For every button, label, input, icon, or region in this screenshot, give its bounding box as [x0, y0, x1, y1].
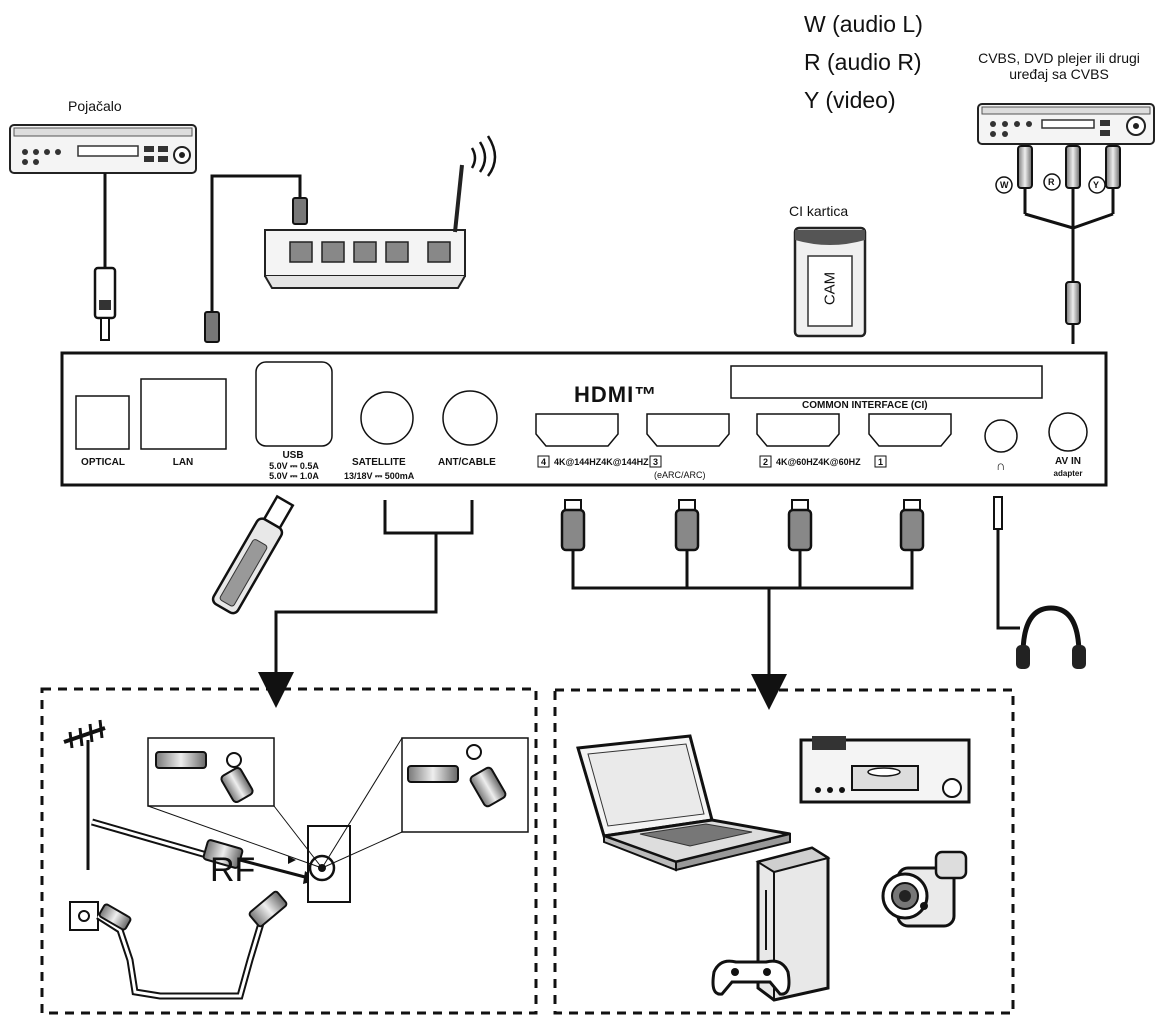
audio-legend-y: Y (video): [804, 87, 896, 113]
rca-marker-y: Y: [1093, 180, 1100, 190]
cam-card: [793, 226, 867, 338]
hdmi-4-number: 4: [540, 457, 546, 467]
hdmi-2-label: 4K@60HZ4K@60HZ: [776, 457, 861, 467]
cvbs-device-label-2: uređaj sa CVBS: [1009, 66, 1109, 82]
tv-back-panel: [60, 351, 1108, 487]
hdmi-4-label: 4K@144HZ4K@144HZ: [554, 457, 649, 467]
earc-label: (eARC/ARC): [654, 470, 706, 480]
usb-stick: [211, 494, 295, 615]
hdmi-logo: HDMI™: [574, 382, 658, 407]
game-console: [711, 846, 831, 1002]
camcorder: [881, 850, 968, 928]
rf-connector-lines: [258, 500, 474, 708]
optical-cable: [93, 173, 117, 341]
common-interface-label: COMMON INTERFACE (CI): [802, 400, 928, 411]
laptop: [576, 734, 791, 872]
rf-label: RF: [210, 851, 256, 889]
usb-port-label: USB: [282, 450, 304, 461]
hdmi-2-number: 2: [762, 457, 768, 467]
rca-marker-w: W: [1000, 180, 1009, 190]
usb-rating-2: 5.0V ⎓ 1.0A: [269, 471, 319, 481]
hdmi-3-number: 3: [652, 457, 658, 467]
ci-card-label: CI kartica: [789, 203, 849, 219]
cam-label: CAM: [821, 271, 839, 306]
hdmi-1-number: 1: [877, 457, 883, 467]
satellite-rating: 13/18V ⎓ 500mA: [344, 471, 415, 481]
ant-cable-port-label: ANT/CABLE: [438, 457, 496, 468]
optical-port-label: OPTICAL: [81, 457, 125, 468]
av-in-port-label: AV IN: [1055, 456, 1081, 467]
cvbs-device-label-1: CVBS, DVD plejer ili drugi: [978, 50, 1140, 66]
lan-cable: [204, 174, 308, 343]
dvd-player: [799, 736, 971, 804]
audio-legend-w: W (audio L): [804, 11, 923, 37]
audio-legend-r: R (audio R): [804, 49, 922, 75]
headphone-port-icon: ∩: [996, 458, 1006, 473]
amplifier-label: Pojačalo: [68, 98, 122, 114]
lan-port-label: LAN: [172, 457, 194, 468]
hdmi-cables: [560, 499, 925, 710]
cvbs-dvd-player: [977, 103, 1155, 145]
headphones: [993, 496, 1086, 669]
rca-marker-r: R: [1048, 177, 1055, 187]
usb-rating-1: 5.0V ⎓ 0.5A: [269, 461, 319, 471]
router-device: [264, 135, 497, 289]
amplifier-device: [9, 124, 197, 174]
av-in-adapter-label: adapter: [1053, 469, 1083, 478]
satellite-port-label: SATELLITE: [352, 457, 406, 468]
hdmi-devices-box: [553, 688, 1015, 1015]
antenna-connection-box: [40, 687, 538, 1015]
rca-cables: [995, 145, 1121, 344]
